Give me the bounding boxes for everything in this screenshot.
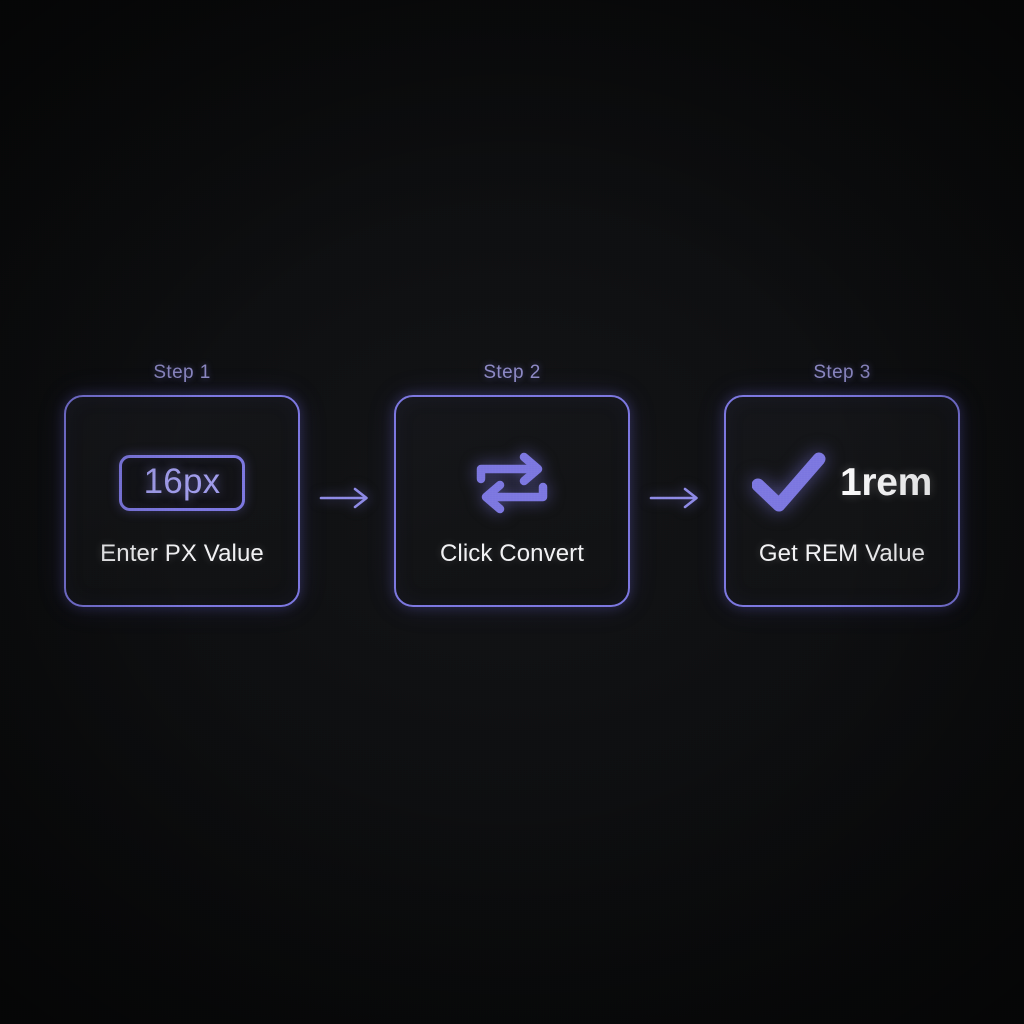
step-column-3: Step 3 1rem Get REM Value xyxy=(724,362,960,607)
step-caption-3: Get REM Value xyxy=(758,540,926,567)
step-1-visual: 16px xyxy=(118,440,246,526)
step-3-visual: 1rem xyxy=(751,440,933,526)
connector-1 xyxy=(300,392,394,604)
arrow-right-icon xyxy=(319,487,368,509)
rem-value-text: 1rem xyxy=(839,461,933,504)
convert-repeat-arrows-icon xyxy=(476,452,548,514)
step-column-2: Step 2 xyxy=(394,362,630,607)
step-label-3: Step 3 xyxy=(813,362,871,383)
step-label-1: Step 1 xyxy=(153,362,211,383)
px-value-chip[interactable]: 16px xyxy=(118,454,246,512)
arrow-right-icon xyxy=(649,487,698,509)
step-card-2[interactable]: Click Convert xyxy=(394,395,630,607)
step-column-1: Step 1 16px Enter PX Value xyxy=(64,362,300,607)
check-icon xyxy=(751,452,826,512)
step-2-visual xyxy=(469,440,555,526)
step-card-1[interactable]: 16px Enter PX Value xyxy=(64,395,300,607)
px-value-text: 16px xyxy=(143,461,221,501)
px-to-rem-flow: Step 1 16px Enter PX Value Step 2 xyxy=(0,362,1024,607)
step-caption-1: Enter PX Value xyxy=(100,540,264,567)
step-card-3[interactable]: 1rem Get REM Value xyxy=(724,395,960,607)
step-label-2: Step 2 xyxy=(483,362,541,383)
connector-2 xyxy=(630,392,724,604)
step-caption-2: Click Convert xyxy=(440,540,584,567)
result-row: 1rem xyxy=(751,452,933,514)
